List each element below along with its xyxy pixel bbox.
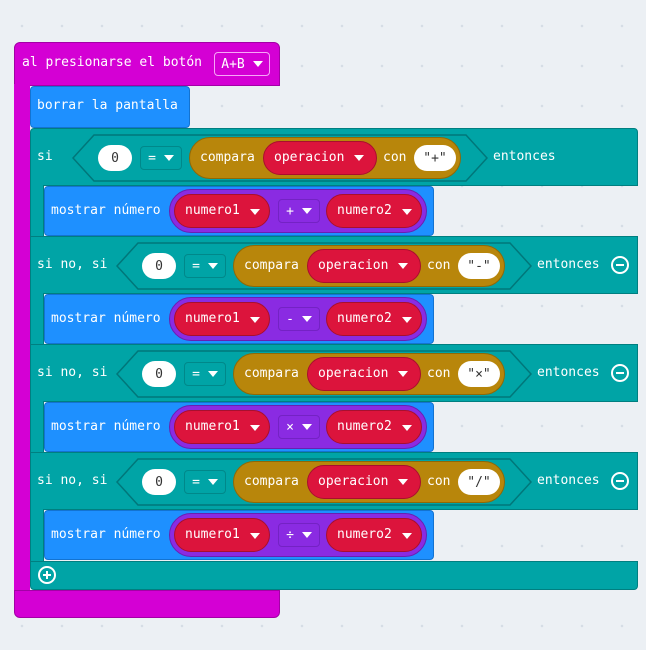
comparator-value: = [192,366,200,382]
chevron-down-icon [250,425,260,431]
variable-name: operacion [318,474,389,489]
chevron-down-icon [301,424,312,430]
clear-screen-label: borrar la pantalla [37,98,178,113]
event-block-spine [14,84,30,592]
chevron-down-icon [207,371,218,377]
chevron-down-icon [207,479,218,485]
show-number-label: mostrar número [51,527,161,542]
branch-keyword: si no, si [37,257,108,272]
chevron-down-icon [301,532,312,538]
compare-label: compara [200,150,255,165]
branch-keyword: si no, si [37,365,108,380]
if-block-spine-2 [30,293,44,345]
operator-dropdown[interactable]: + [278,199,320,223]
chevron-down-icon [402,425,412,431]
branch-keyword: si [37,149,53,164]
with-label: con [427,258,451,273]
then-label: entonces [537,365,600,380]
operand1-name: numero1 [185,311,240,326]
comparator-dropdown[interactable]: = [184,362,226,386]
chevron-down-icon [398,371,408,377]
chevron-down-icon [250,209,260,215]
operand2-name: numero2 [337,419,392,434]
chevron-down-icon [250,317,260,323]
operator-dropdown[interactable]: - [278,307,320,331]
chevron-down-icon [163,155,174,161]
operand2-dropdown[interactable] [326,518,422,552]
chevron-down-icon [398,263,408,269]
chevron-down-icon [250,533,260,539]
left-number-input[interactable]: 0 [142,253,176,279]
add-branch-plus-icon[interactable] [38,566,56,584]
operator-dropdown[interactable]: ÷ [278,523,320,547]
string-input[interactable]: "-" [458,253,500,279]
operator-value: - [286,311,294,327]
then-label: entonces [537,473,600,488]
operator-value: ÷ [286,527,294,543]
chevron-down-icon [402,533,412,539]
left-number-input[interactable]: 0 [98,145,132,171]
left-number-input[interactable]: 0 [142,469,176,495]
then-label: entonces [493,149,556,164]
show-number-label: mostrar número [51,311,161,326]
chevron-down-icon [398,479,408,485]
button-dropdown-value: A+B [221,56,245,72]
with-label: con [427,366,451,381]
comparator-value: = [192,474,200,490]
then-label: entonces [537,257,600,272]
string-input[interactable]: "/" [458,469,500,495]
event-block-footer [14,590,280,618]
string-input[interactable]: "+" [414,145,456,171]
operator-value: + [286,203,294,219]
chevron-down-icon [402,209,412,215]
operand1-name: numero1 [185,419,240,434]
if-block-spine-3 [30,401,44,453]
button-dropdown[interactable]: A+B [214,52,270,76]
operator-dropdown[interactable]: × [278,415,320,439]
operand1-name: numero1 [185,203,240,218]
left-number-input[interactable]: 0 [142,361,176,387]
remove-branch-minus-icon[interactable] [611,472,629,490]
if-block-spine-4 [30,509,44,563]
comparator-dropdown[interactable]: = [184,254,226,278]
remove-branch-minus-icon[interactable] [611,256,629,274]
comparator-value: = [192,258,200,274]
comparator-dropdown[interactable]: = [140,146,182,170]
operand2-name: numero2 [337,203,392,218]
comparator-value: = [148,150,156,166]
operand2-name: numero2 [337,311,392,326]
if-block-spine-1 [30,185,44,237]
operand2-name: numero2 [337,527,392,542]
remove-branch-minus-icon[interactable] [611,364,629,382]
chevron-down-icon [252,61,263,67]
compare-label: compara [244,366,299,381]
variable-name: operacion [274,150,345,165]
chevron-down-icon [301,316,312,322]
chevron-down-icon [402,317,412,323]
operator-value: × [286,419,294,435]
compare-label: compara [244,474,299,489]
variable-name: operacion [318,366,389,381]
event-label: al presionarse el botón [22,55,203,70]
with-label: con [383,150,407,165]
branch-keyword: si no, si [37,473,108,488]
chevron-down-icon [207,263,218,269]
show-number-label: mostrar número [51,419,161,434]
show-number-label: mostrar número [51,203,161,218]
compare-label: compara [244,258,299,273]
if-block-footer [30,561,638,590]
chevron-down-icon [354,155,364,161]
comparator-dropdown[interactable]: = [184,470,226,494]
chevron-down-icon [301,208,312,214]
variable-name: operacion [318,258,389,273]
string-input[interactable]: "×" [458,361,500,387]
with-label: con [427,474,451,489]
operand1-name: numero1 [185,527,240,542]
clear-screen-block[interactable] [30,86,190,128]
